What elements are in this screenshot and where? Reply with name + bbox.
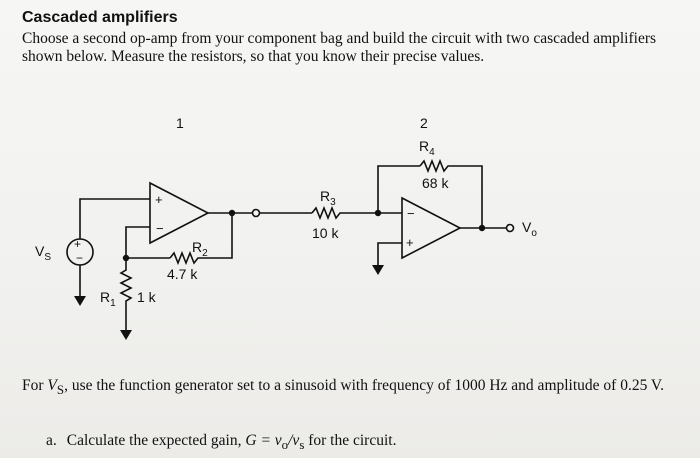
item-a-formula-sub1: o xyxy=(281,437,289,453)
r2-value: 4.7 k xyxy=(167,266,198,282)
item-a-formula-mid: /v xyxy=(288,432,300,449)
source-minus-sign: − xyxy=(76,251,83,265)
para-suffix: , use the function generator set to a si… xyxy=(64,377,664,394)
item-a-formula-sub2: s xyxy=(299,437,305,453)
op-amp-1-symbol xyxy=(149,181,210,245)
item-a-marker: a. xyxy=(46,432,57,449)
r3-label: R3 xyxy=(320,188,336,208)
ground-symbol-r1 xyxy=(120,330,132,340)
op-amp-2-minus-sign: − xyxy=(407,206,415,221)
ground-symbol-source xyxy=(74,296,86,306)
op-amp-2-plus-sign: + xyxy=(406,235,414,250)
op-amp-1-minus-sign: − xyxy=(156,221,164,236)
r4-value: 68 k xyxy=(422,175,449,191)
para-prefix: For xyxy=(22,377,48,394)
question-item-a: a. Calculate the expected gain, G = vo/vs… xyxy=(46,432,396,453)
stage-2-label: 2 xyxy=(420,115,428,131)
item-a-formula: G = v xyxy=(245,432,282,449)
source-label: VS xyxy=(35,243,51,263)
item-a-text-after: for the circuit. xyxy=(304,432,397,449)
r1-label: R1 xyxy=(100,289,116,309)
source-plus-sign: + xyxy=(74,237,81,251)
item-a-text: Calculate the expected gain, xyxy=(66,432,246,449)
r1-value: 1 k xyxy=(137,289,157,305)
instruction-paragraph: For VS, use the function generator set t… xyxy=(22,376,682,399)
r2-label: R2 xyxy=(192,239,208,259)
op-amp-2-symbol xyxy=(401,196,462,260)
ground-symbol-op-amp-2 xyxy=(372,265,384,275)
para-var-sub: S xyxy=(56,382,65,398)
section-heading: Cascaded amplifiers xyxy=(22,9,178,26)
stage-1-label: 1 xyxy=(176,115,184,131)
op-amp-1-plus-sign: + xyxy=(155,192,163,207)
circuit-diagram: + − − + + − 1 2 R1 1 k R2 4.7 k R3 10 k … xyxy=(35,115,537,340)
para-var: V xyxy=(47,377,57,394)
intro-paragraph: Choose a second op-amp from your compone… xyxy=(22,30,657,65)
r4-label: R4 xyxy=(419,138,435,158)
r3-value: 10 k xyxy=(312,225,339,241)
output-label: Vo xyxy=(522,219,537,239)
